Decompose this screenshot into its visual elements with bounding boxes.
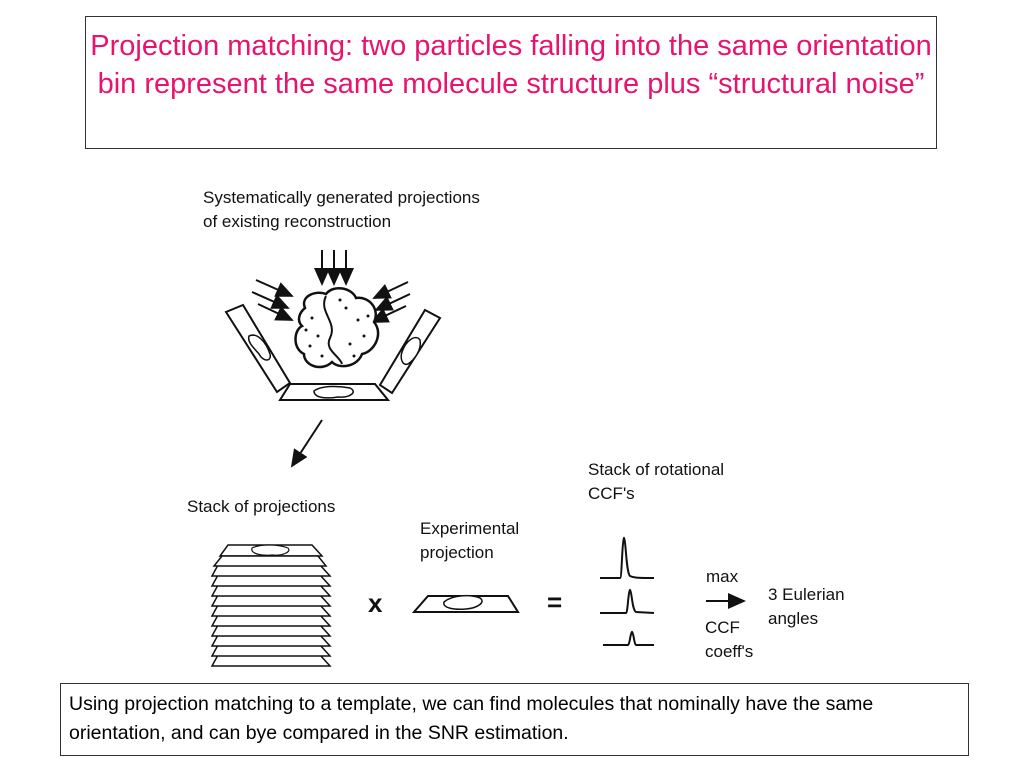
ccf-trace-3 (603, 630, 654, 646)
label-ccf-line2: CCF's (588, 484, 635, 503)
label-max: max (706, 567, 739, 586)
projection-arrows-top (314, 250, 354, 286)
times-symbol: x (368, 588, 383, 618)
experimental-projection-plane (411, 594, 520, 613)
equals-symbol: = (547, 587, 563, 617)
projection-arrows-left (251, 279, 294, 321)
projection-plane-left (224, 303, 292, 394)
label-ccf-coeff: CCF coeff's (705, 616, 753, 664)
arrow-to-stack (290, 419, 323, 468)
projection-stack (210, 544, 332, 667)
label-generated-line2: of existing reconstruction (203, 212, 392, 231)
projection-plane-bottom (278, 383, 391, 401)
label-euler-line1: 3 Eulerian (768, 585, 845, 604)
label-euler-line2: angles (768, 609, 819, 628)
projection-arrows-right (370, 281, 411, 323)
label-generated-projections: Systematically generated projections of … (203, 186, 480, 234)
label-ccf-coeff-line1: CCF (705, 618, 740, 637)
molecule-3d-reconstruction (294, 286, 380, 369)
label-stack-of-projections: Stack of projections (187, 497, 336, 516)
ccf-trace-1 (600, 536, 655, 579)
label-experimental-line1: Experimental (420, 519, 520, 538)
title-box: Projection matching: two particles falli… (85, 16, 937, 149)
label-ccf-coeff-line2: coeff's (705, 642, 754, 661)
caption-box: Using projection matching to a template,… (60, 683, 969, 756)
label-eulerian-angles: 3 Eulerian angles (768, 583, 845, 631)
label-experimental-projection: Experimental projection (420, 517, 519, 565)
caption-text: Using projection matching to a template,… (69, 693, 874, 744)
projection-plane-right (378, 308, 442, 395)
label-experimental-line2: projection (420, 543, 494, 562)
ccf-trace-2 (600, 588, 655, 614)
label-generated-line1: Systematically generated projections (203, 188, 480, 207)
slide-title: Projection matching: two particles falli… (90, 30, 932, 100)
label-rotational-ccf: Stack of rotational CCF's (588, 458, 724, 506)
label-ccf-line1: Stack of rotational (588, 460, 725, 479)
